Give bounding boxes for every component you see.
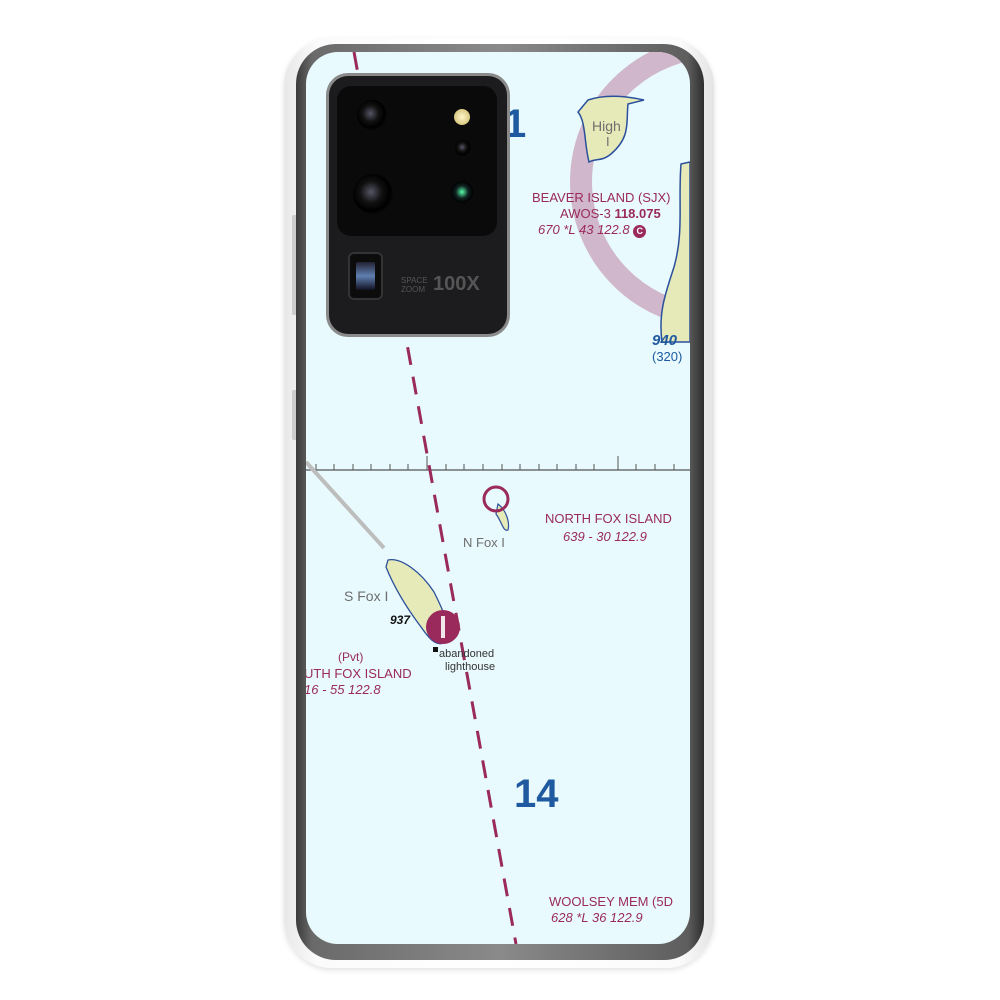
- brand-line-1: SPACE: [401, 276, 428, 285]
- zoom-100x-label: 100X: [433, 273, 480, 295]
- space-zoom-label: SPACE ZOOM: [401, 276, 428, 294]
- main-lens-icon: [353, 174, 393, 214]
- camera-module: SPACE ZOOM 100X: [326, 73, 510, 337]
- runway-symbol: [441, 616, 445, 638]
- tof-sensor-icon: [455, 140, 471, 156]
- elevation-320: (320): [652, 349, 683, 364]
- volume-button: [292, 215, 297, 315]
- high-island: [577, 95, 645, 164]
- spot-elevation-937: 937: [390, 613, 411, 627]
- elevation-940: 940: [652, 332, 678, 349]
- periscope-lens-icon: [348, 252, 383, 300]
- woolsey-name: WOOLSEY MEM (5D: [549, 894, 674, 909]
- n-fox-i-label: N Fox I: [463, 535, 505, 550]
- flash-icon: [454, 109, 470, 125]
- brand-line-2: ZOOM: [401, 285, 425, 294]
- north-fox-info: 639 - 30 122.9: [563, 529, 647, 544]
- abandoned-label: abandoned: [439, 648, 495, 660]
- pvt-label: (Pvt): [338, 650, 364, 664]
- woolsey-info: 628 *L 36 122.9: [551, 910, 643, 925]
- beaver-awos: AWOS-3 118.075: [560, 206, 661, 221]
- north-fox-airport-symbol: [482, 485, 510, 513]
- beaver-island-name: BEAVER ISLAND (SJX): [532, 190, 671, 205]
- lighthouse-label: lighthouse: [445, 661, 496, 673]
- lighthouse-symbol: [433, 647, 438, 652]
- s-fox-i-label: S Fox I: [344, 588, 389, 604]
- high-island-label: High: [592, 118, 621, 134]
- awos-label: AWOS-3: [560, 206, 611, 221]
- beaver-elevation: 670 *L 43: [538, 222, 594, 237]
- north-fox-name: NORTH FOX ISLAND: [545, 511, 672, 526]
- power-button: [292, 390, 297, 440]
- airspace-ring: [570, 52, 690, 326]
- chart-graphics: [306, 52, 690, 944]
- beaver-island-coast: [660, 161, 690, 343]
- awos-frequency: 118.075: [614, 206, 661, 221]
- south-fox-info: 16 - 55 122.8: [306, 682, 381, 697]
- boundary-line: [306, 460, 386, 550]
- sector-number-14: 14: [514, 772, 559, 816]
- beaver-ctaf: 122.8: [597, 222, 630, 237]
- lens-block: [337, 86, 497, 236]
- high-island-label-2: I: [606, 134, 610, 149]
- ctaf-c-icon: C: [633, 225, 647, 238]
- beaver-airport-info: 670 *L 43 122.8 C: [538, 222, 647, 238]
- latitude-ticks: [315, 456, 675, 470]
- tele-lens-icon: [451, 181, 473, 203]
- south-fox-name: UTH FOX ISLAND: [306, 666, 412, 681]
- ultrawide-lens-icon: [357, 100, 387, 130]
